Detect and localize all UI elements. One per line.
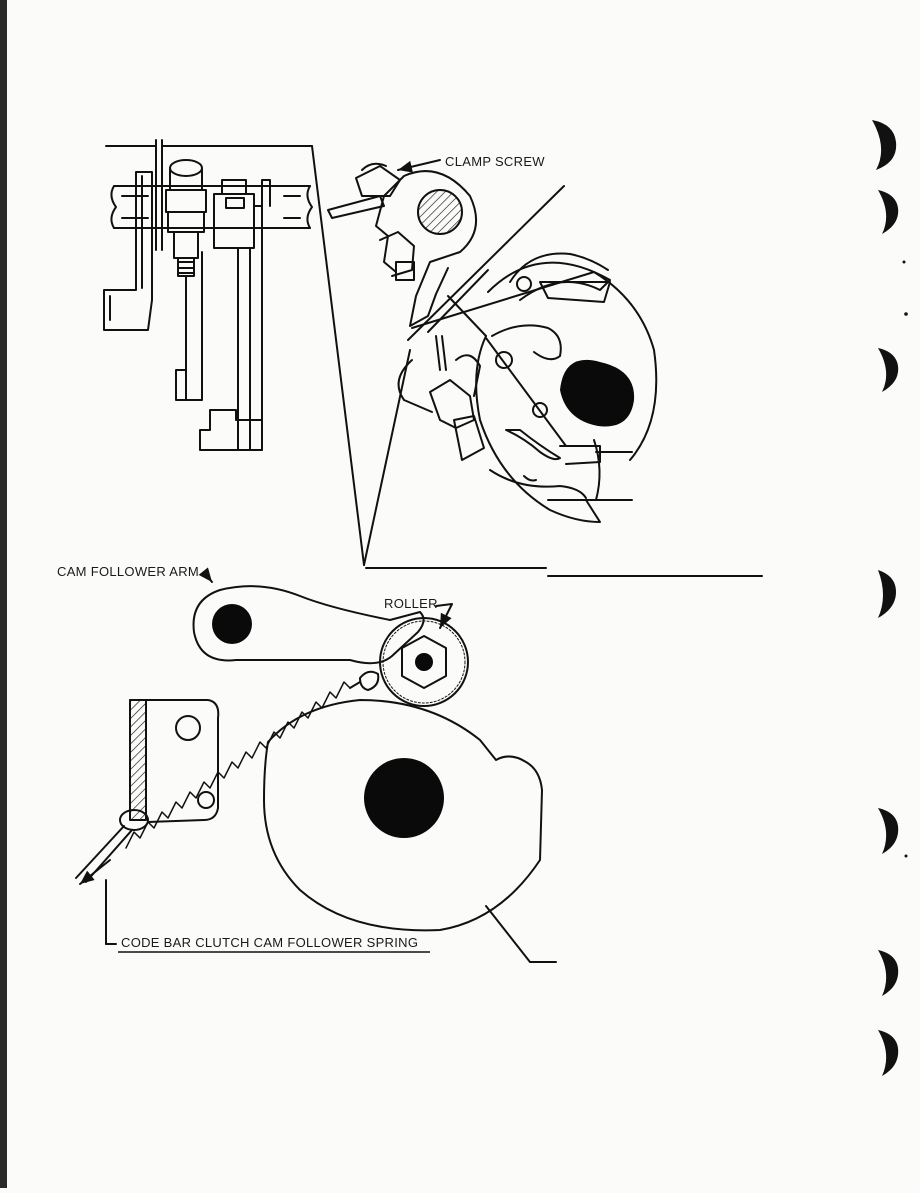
spring-coil-icon (125, 681, 351, 849)
clutch-detail (327, 162, 658, 523)
hatched-shaft-icon (417, 189, 463, 235)
clamp-screw-label: CLAMP SCREW (445, 154, 545, 169)
cam-follower-detail (75, 567, 557, 963)
cam-follower-arm-label: CAM FOLLOWER ARM (57, 564, 199, 579)
spring-label: CODE BAR CLUTCH CAM FOLLOWER SPRING (121, 935, 418, 950)
roller-label: ROLLER (384, 596, 438, 611)
side-view-detail (103, 139, 365, 566)
binder-hole-icon (872, 120, 908, 1076)
binder-edge (0, 0, 7, 1188)
hex-nut-icon (401, 635, 447, 689)
